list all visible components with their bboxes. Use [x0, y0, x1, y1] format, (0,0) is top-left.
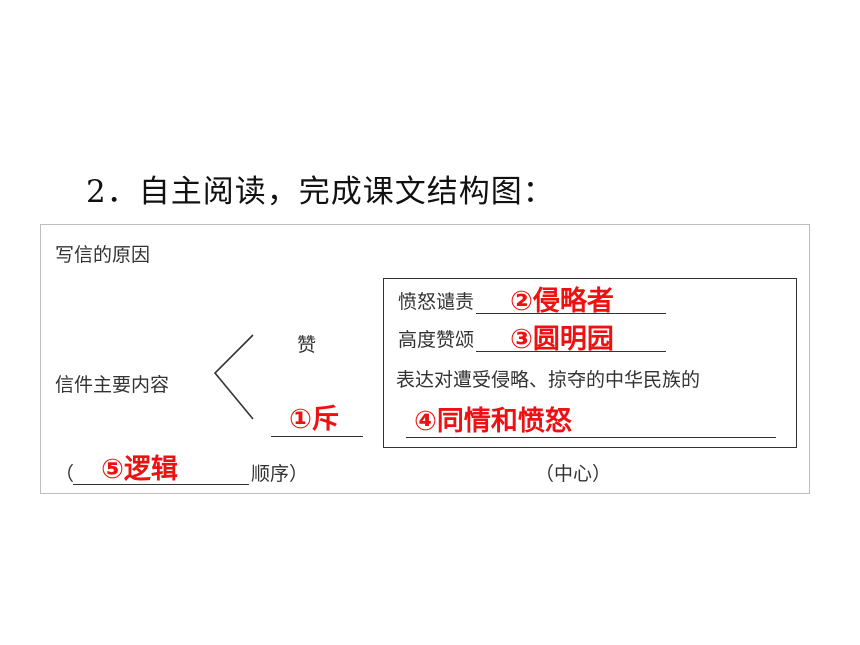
center-label: （中心） — [535, 463, 612, 485]
answer-3-blank — [476, 351, 666, 352]
answer-5-blank — [73, 484, 249, 485]
answer-1: ①斥 — [289, 404, 339, 435]
answer-4-blank — [406, 437, 776, 438]
praise-high-label: 高度赞颂 — [398, 329, 475, 351]
answer-4: ④同情和愤怒 — [414, 406, 572, 437]
answer-2-blank — [476, 313, 666, 314]
reason-label: 写信的原因 — [55, 244, 151, 266]
praise-label: 赞 — [297, 334, 317, 356]
answer-3: ③圆明园 — [510, 324, 614, 355]
express-label: 表达对遭受侵略、掠夺的中华民族的 — [396, 369, 701, 391]
order-open-paren: （ — [55, 463, 75, 485]
answer-2: ②侵略者 — [510, 286, 614, 317]
center-box: 愤怒谴责 ②侵略者 高度赞颂 ③圆明园 表达对遭受侵略、掠夺的中华民族的 ④同情… — [383, 278, 797, 448]
branch-bracket — [213, 334, 254, 420]
anger-label: 愤怒谴责 — [398, 291, 475, 313]
answer-1-blank — [271, 436, 363, 437]
structure-diagram: 写信的原因 信件主要内容 赞 ①斥 愤怒谴责 ②侵略者 高度赞颂 ③圆明园 表达… — [40, 224, 810, 494]
exercise-heading: 2．自主阅读，完成课文结构图： — [86, 174, 555, 210]
order-close-label: 顺序） — [251, 463, 309, 485]
main-content-label: 信件主要内容 — [55, 374, 170, 396]
answer-5: ⑤逻辑 — [101, 454, 178, 485]
